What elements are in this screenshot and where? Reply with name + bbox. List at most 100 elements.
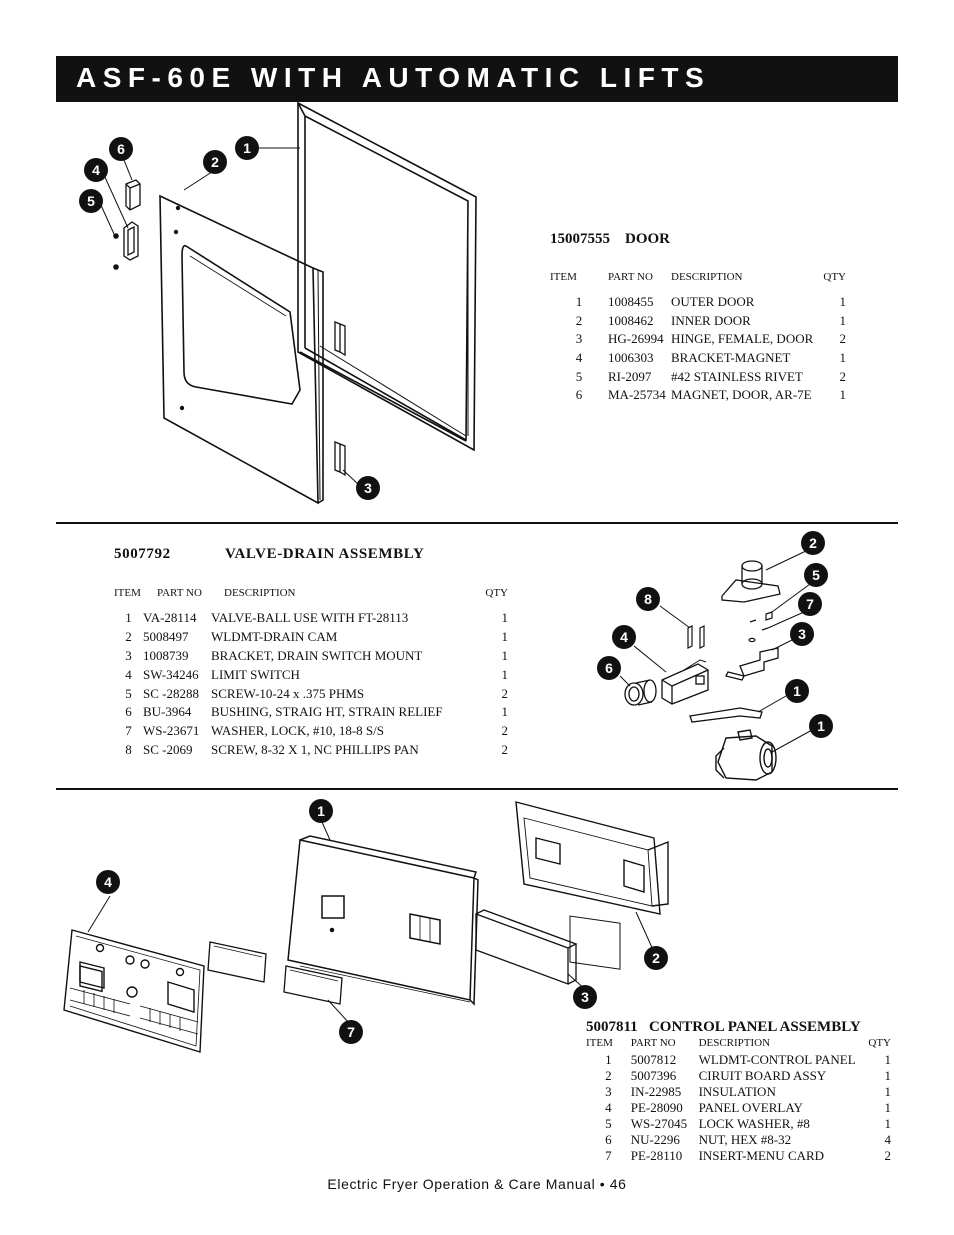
cell-item: 4 xyxy=(575,350,583,366)
valve-lever-drawing xyxy=(689,707,763,723)
drain-cam-drawing xyxy=(721,560,781,603)
col-description-header: DESCRIPTION xyxy=(671,271,743,283)
cell-description: WLDMT-DRAIN CAM xyxy=(211,629,338,645)
col-item-header: ITEM xyxy=(586,1037,613,1049)
cell-item: 3 xyxy=(575,331,583,347)
col-qty-header: QTY xyxy=(868,1037,891,1049)
cell-item: 3 xyxy=(125,647,132,663)
cell-description: INSERT-MENU CARD xyxy=(698,1148,825,1163)
valve-callout-7: 7 xyxy=(798,592,822,616)
door-exploded-view xyxy=(99,101,477,505)
cell-item: 5 xyxy=(605,1116,612,1131)
control-callout-3: 3 xyxy=(573,985,597,1009)
cell-description: INNER DOOR xyxy=(671,312,751,328)
cell-qty: 1 xyxy=(501,704,509,720)
door-callout-2: 2 xyxy=(203,150,227,174)
control-callout-2: 2 xyxy=(644,946,668,970)
cell-part-no: SC -2069 xyxy=(143,741,193,757)
valve-callout-1a: 1 xyxy=(785,679,809,703)
cell-qty: 1 xyxy=(884,1068,892,1083)
valve-assembly-name: VALVE-DRAIN ASSEMBLY xyxy=(225,546,425,562)
control-section-title: 5007811 CONTROL PANEL ASSEMBLY xyxy=(586,1019,861,1036)
cell-part-no: 5007812 xyxy=(630,1052,677,1067)
circuit-board-drawing xyxy=(515,801,669,970)
cell-part-no: 1008739 xyxy=(143,647,189,663)
cell-description: MAGNET, DOOR, AR-7E xyxy=(671,387,812,403)
table-row: 4 SW-34246 LIMIT SWITCH 1 xyxy=(114,665,508,684)
door-callout-5: 5 xyxy=(79,189,103,213)
cell-description: SCREW-10-24 x .375 PHMS xyxy=(211,685,365,701)
cell-part-no: 5007396 xyxy=(630,1068,677,1083)
cell-description: #42 STAINLESS RIVET xyxy=(671,368,803,384)
cell-part-no: HG-26994 xyxy=(608,331,664,347)
cell-item: 3 xyxy=(605,1084,612,1099)
cell-qty: 1 xyxy=(839,387,847,403)
screw-washer-drawing xyxy=(748,611,773,643)
cell-description: OUTER DOOR xyxy=(671,294,755,310)
cell-qty: 1 xyxy=(839,350,847,366)
page-title: ASF-60E WITH AUTOMATIC LIFTS xyxy=(76,62,711,93)
cell-part-no: RI-2097 xyxy=(608,368,652,384)
cell-description: WLDMT-CONTROL PANEL xyxy=(698,1052,856,1067)
col-qty-header: QTY xyxy=(823,271,846,283)
cell-item: 2 xyxy=(575,312,583,328)
cell-qty: 4 xyxy=(884,1132,892,1147)
cell-part-no: BU-3964 xyxy=(143,704,192,720)
door-callout-1: 1 xyxy=(235,136,259,160)
cell-description: LIMIT SWITCH xyxy=(211,666,300,682)
cell-part-no: PE-28110 xyxy=(630,1148,683,1163)
cell-qty: 2 xyxy=(839,368,847,384)
valve-callout-8: 8 xyxy=(636,587,660,611)
insulation-drawing xyxy=(475,909,578,985)
cell-item: 1 xyxy=(575,294,583,310)
door-assembly-name: DOOR xyxy=(625,231,670,247)
cell-part-no: SC -28288 xyxy=(143,685,199,701)
table-header-row: ITEM PART NO DESCRIPTION QTY xyxy=(550,271,846,293)
cell-part-no: WS-27045 xyxy=(630,1116,688,1131)
cell-item: 2 xyxy=(605,1068,612,1083)
cell-description: NUT, HEX #8-32 xyxy=(698,1132,792,1147)
cell-qty: 1 xyxy=(501,610,509,626)
valve-callout-4: 4 xyxy=(612,625,636,649)
cell-qty: 1 xyxy=(884,1100,892,1115)
col-item-header: ITEM xyxy=(114,587,141,599)
cell-item: 6 xyxy=(575,387,583,403)
pan-screw-drawing xyxy=(687,625,705,649)
magnet-drawing xyxy=(125,179,141,211)
table-header-row: ITEM PART NO DESCRIPTION QTY xyxy=(114,587,508,609)
control-panel-weldment-drawing xyxy=(287,835,479,1006)
control-part-number: 5007811 xyxy=(586,1019,638,1035)
cell-part-no: IN-22985 xyxy=(630,1084,682,1099)
cell-item: 4 xyxy=(125,666,132,682)
cell-item: 1 xyxy=(125,610,132,626)
cell-part-no: SW-34246 xyxy=(143,666,199,682)
door-callout-3: 3 xyxy=(356,476,380,500)
door-part-number: 15007555 xyxy=(550,231,610,247)
section-divider-1 xyxy=(56,522,898,524)
cell-item: 7 xyxy=(605,1148,612,1163)
cell-part-no: 1006303 xyxy=(608,350,654,366)
control-panel-exploded-view xyxy=(63,801,669,1053)
cell-description: PANEL OVERLAY xyxy=(698,1100,803,1115)
cell-qty: 1 xyxy=(884,1116,892,1131)
cell-item: 5 xyxy=(575,368,583,384)
cell-part-no: NU-2296 xyxy=(630,1132,680,1147)
cell-qty: 1 xyxy=(501,629,509,645)
section-divider-2 xyxy=(56,788,898,790)
cell-qty: 1 xyxy=(839,294,847,310)
cell-description: BRACKET, DRAIN SWITCH MOUNT xyxy=(211,647,423,663)
cell-qty: 1 xyxy=(501,666,509,682)
valve-callout-3: 3 xyxy=(790,622,814,646)
